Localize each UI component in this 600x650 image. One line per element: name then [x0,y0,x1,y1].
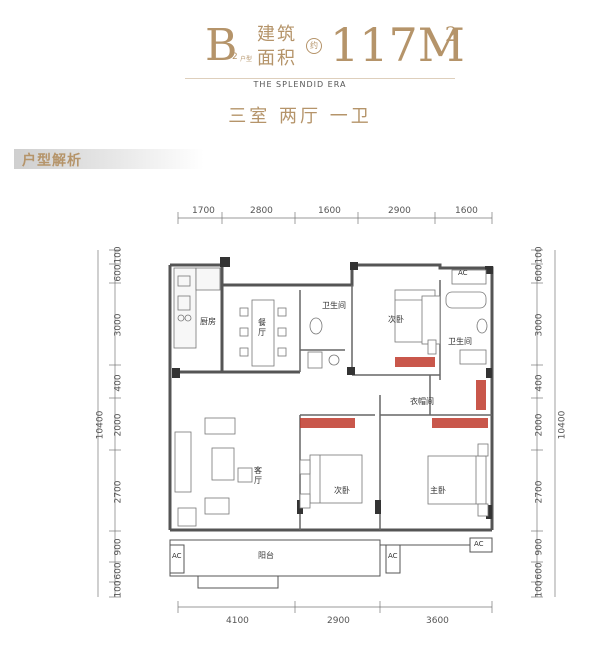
room-label-dining: 餐厅 [258,318,266,337]
dim-left-total: 10400 [95,410,106,440]
dim-bottom-3: 3600 [426,616,449,626]
dim-bottom-2: 2900 [327,616,350,626]
unit-type-word: 户型 [240,56,253,63]
bedroom-mid-furniture [299,454,363,509]
master-bedroom-furniture [427,443,489,517]
dimension-lines [97,212,556,613]
dim-left-3: 3000 [113,313,124,337]
dim-right-9: 100 [534,580,545,598]
room-label-bedroom-mid: 次卧 [334,486,350,495]
dim-right-5: 2000 [534,413,545,437]
bedroom-top-furniture [394,289,441,355]
dim-bottom-1: 4100 [226,616,249,626]
dim-right-8: 600 [534,562,545,580]
area-unit-superscript: 2 [445,22,458,46]
unit-type-letter: B [205,20,238,71]
dim-left-8: 600 [113,562,124,580]
dining-table [239,299,287,367]
layout-summary: 三室 两厅 一卫 [228,106,372,127]
ac-label-bottom-right: AC [474,540,484,548]
ac-label-bottom-mid: AC [388,552,398,560]
room-label-master: 主卧 [430,486,446,495]
dim-right-4: 400 [534,374,545,392]
dim-right-7: 900 [534,538,545,556]
area-label-line2: 面积 [257,48,297,69]
room-label-bedroom-top: 次卧 [388,315,404,324]
room-label-closet: 衣帽间 [410,397,434,406]
bathroom-2-fixtures [445,269,488,365]
dim-left-7: 900 [113,538,124,556]
bathroom-1-fixtures [307,317,340,369]
area-value: 117M [330,18,465,72]
room-label-balcony: 阳台 [258,551,274,560]
section-title: 户型解析 [22,153,82,169]
dim-top-2: 2800 [250,206,273,216]
dim-right-6: 2700 [534,480,545,504]
dim-left-9: 100 [113,580,124,598]
dim-top-5: 1600 [455,206,478,216]
dim-right-total: 10400 [557,410,568,440]
dim-left-6: 2700 [113,480,124,504]
dim-top-3: 1600 [318,206,341,216]
room-label-kitchen: 厨房 [200,317,216,326]
wardrobes [300,357,488,428]
balcony [169,537,493,589]
section-title-bar [14,149,204,169]
header-divider [185,78,455,79]
approx-badge: 约 [306,38,322,54]
room-label-living: 客厅 [254,466,262,485]
ac-label-top: AC [458,269,468,277]
dim-left-4: 400 [113,374,124,392]
living-room-furniture [174,417,253,527]
tagline: THE SPLENDID ERA [253,80,347,89]
dim-left-5: 2000 [113,413,124,437]
unit-type-index: 2 [232,52,238,62]
kitchen-counter [173,267,221,349]
dim-right-1: 100 [534,246,545,264]
room-label-bath-2: 卫生间 [448,337,472,346]
room-label-bath-1: 卫生间 [322,301,346,310]
dim-top-1: 1700 [192,206,215,216]
dim-left-1: 100 [113,246,124,264]
dim-left-2: 600 [113,264,124,282]
dim-right-3: 3000 [534,313,545,337]
dim-right-2: 600 [534,264,545,282]
dim-top-4: 2900 [388,206,411,216]
ac-label-bottom-left: AC [172,552,182,560]
area-label-line1: 建筑 [257,24,297,45]
